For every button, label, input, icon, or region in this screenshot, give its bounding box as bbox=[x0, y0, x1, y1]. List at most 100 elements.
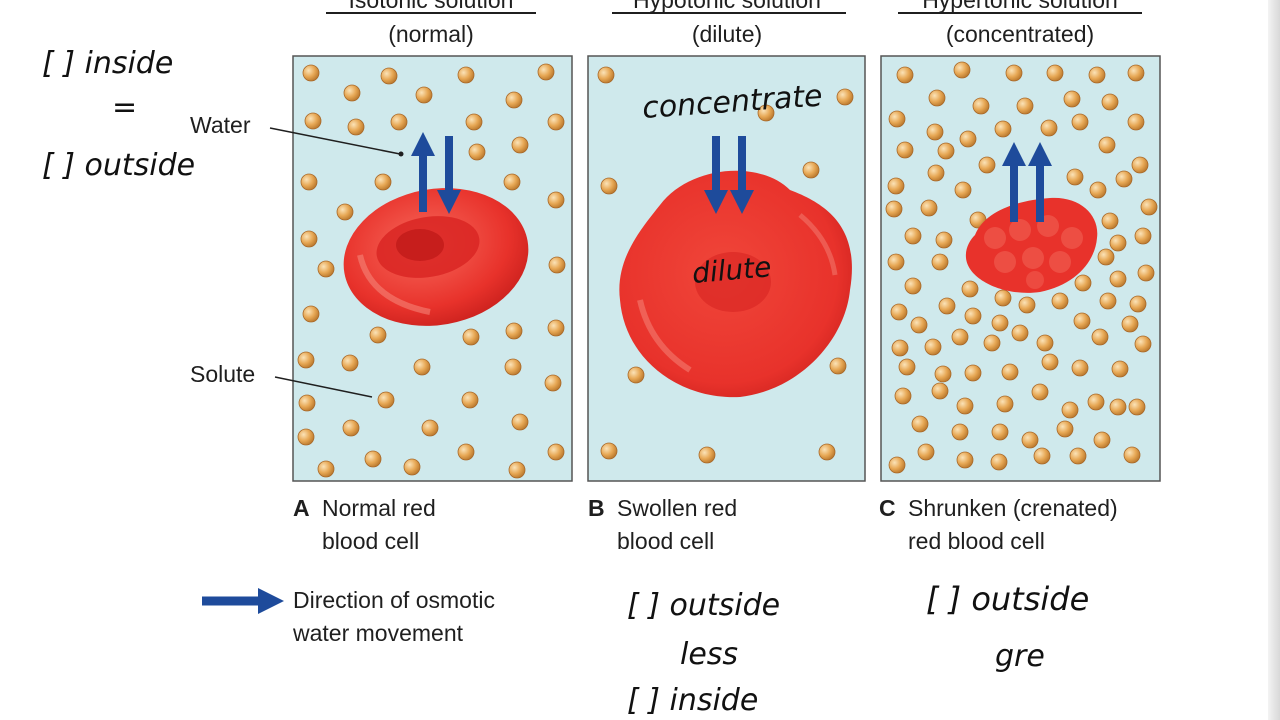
solute-particle bbox=[836, 88, 854, 106]
solute-particle bbox=[505, 322, 523, 340]
panel-c-caption-line2: red blood cell bbox=[908, 528, 1045, 554]
solute-particle bbox=[896, 141, 914, 159]
panel-c-letter: C bbox=[879, 495, 896, 521]
solute-particle bbox=[1040, 119, 1058, 137]
solute-particle bbox=[1046, 64, 1064, 82]
panel-b-letter: B bbox=[588, 495, 605, 521]
solute-particle bbox=[954, 181, 972, 199]
note-b-less: less bbox=[680, 637, 738, 672]
solute-particle bbox=[1031, 383, 1049, 401]
solute-particle bbox=[341, 354, 359, 372]
normal-red-blood-cell bbox=[343, 188, 529, 326]
solute-particle bbox=[468, 143, 486, 161]
solute-particle bbox=[935, 231, 953, 249]
solute-particle bbox=[462, 328, 480, 346]
solute-particle bbox=[898, 358, 916, 376]
solute-particle bbox=[888, 110, 906, 128]
solute-particle bbox=[964, 307, 982, 325]
swollen-red-blood-cell bbox=[619, 170, 852, 398]
solute-particle bbox=[508, 461, 526, 479]
note-dilute: dilute bbox=[691, 250, 773, 290]
solute-particle bbox=[374, 173, 392, 191]
solute-particle bbox=[403, 458, 421, 476]
solute-particle bbox=[1129, 295, 1147, 313]
solute-particle bbox=[297, 428, 315, 446]
panel-a-caption-line2: blood cell bbox=[322, 528, 419, 554]
solute-particle bbox=[802, 161, 820, 179]
solute-particle bbox=[537, 63, 555, 81]
solute-particle bbox=[888, 456, 906, 474]
solute-particle bbox=[978, 156, 996, 174]
solute-particle bbox=[934, 365, 952, 383]
solute-particle bbox=[818, 443, 836, 461]
solute-particle bbox=[342, 419, 360, 437]
water-leader-line bbox=[269, 127, 401, 155]
solute-particle bbox=[924, 338, 942, 356]
solute-particle bbox=[917, 443, 935, 461]
solute-particle bbox=[996, 395, 1014, 413]
solute-particle bbox=[885, 200, 903, 218]
solute-particle bbox=[364, 450, 382, 468]
panel-c-solutes bbox=[885, 61, 1158, 474]
solute-particle bbox=[421, 419, 439, 437]
solute-particle bbox=[1066, 168, 1084, 186]
panel-b-caption-line2: blood cell bbox=[617, 528, 714, 554]
solute-particle bbox=[956, 397, 974, 415]
solute-particle bbox=[547, 191, 565, 209]
solute-particle bbox=[964, 364, 982, 382]
solute-particle bbox=[990, 453, 1008, 471]
solute-particle bbox=[1099, 292, 1117, 310]
solute-particle bbox=[600, 177, 618, 195]
solute-particle bbox=[1071, 359, 1089, 377]
solute-particle bbox=[1093, 431, 1111, 449]
panel-b-solutes bbox=[597, 66, 854, 464]
solute-particle bbox=[1033, 447, 1051, 465]
solute-particle bbox=[994, 289, 1012, 307]
solute-particle bbox=[1123, 446, 1141, 464]
solute-particle bbox=[1109, 398, 1127, 416]
solute-particle bbox=[1131, 156, 1149, 174]
solute-particle bbox=[911, 415, 929, 433]
solute-particle bbox=[1087, 393, 1105, 411]
solute-particle bbox=[991, 314, 1009, 332]
solute-particle bbox=[937, 142, 955, 160]
panel-b-water-arrows bbox=[704, 136, 754, 214]
note-inside: [ ] inside bbox=[42, 46, 173, 81]
solute-particle bbox=[302, 64, 320, 82]
solute-particle bbox=[1101, 93, 1119, 111]
solute-particle bbox=[1137, 264, 1155, 282]
solute-particle bbox=[1018, 296, 1036, 314]
panel-b-subtitle: (dilute) bbox=[692, 21, 762, 47]
right-edge-strip bbox=[1268, 0, 1280, 720]
note-equals: = bbox=[112, 90, 137, 125]
panel-a-water-arrows bbox=[411, 132, 461, 214]
solute-particle bbox=[991, 423, 1009, 441]
solute-particle bbox=[896, 66, 914, 84]
solute-particle bbox=[1109, 234, 1127, 252]
solute-particle bbox=[1127, 64, 1145, 82]
solute-particle bbox=[300, 173, 318, 191]
solute-particle bbox=[951, 328, 969, 346]
solute-particle bbox=[1041, 353, 1059, 371]
solute-particle bbox=[890, 303, 908, 321]
solute-particle bbox=[304, 112, 322, 130]
legend-arrow-icon bbox=[258, 588, 284, 614]
solute-particle bbox=[1036, 334, 1054, 352]
solute-particle bbox=[317, 460, 335, 478]
legend-line2: water movement bbox=[292, 620, 464, 646]
solute-particle bbox=[369, 326, 387, 344]
panel-b-caption-line1: Swollen red bbox=[617, 495, 737, 521]
solute-particle bbox=[920, 199, 938, 217]
solute-particle bbox=[1121, 315, 1139, 333]
solute-particle bbox=[1074, 274, 1092, 292]
solute-particle bbox=[347, 118, 365, 136]
solute-particle bbox=[504, 358, 522, 376]
water-leader-dot bbox=[398, 151, 404, 157]
solute-particle bbox=[931, 253, 949, 271]
solute-particle bbox=[1061, 401, 1079, 419]
solute-particle bbox=[503, 173, 521, 191]
panel-b-caption: B Swollen red blood cell bbox=[588, 495, 737, 554]
solute-particle bbox=[1140, 198, 1158, 216]
handwritten-notes: [ ] inside = [ ] outside concentrate dil… bbox=[42, 46, 1089, 718]
solute-particle bbox=[600, 442, 618, 460]
